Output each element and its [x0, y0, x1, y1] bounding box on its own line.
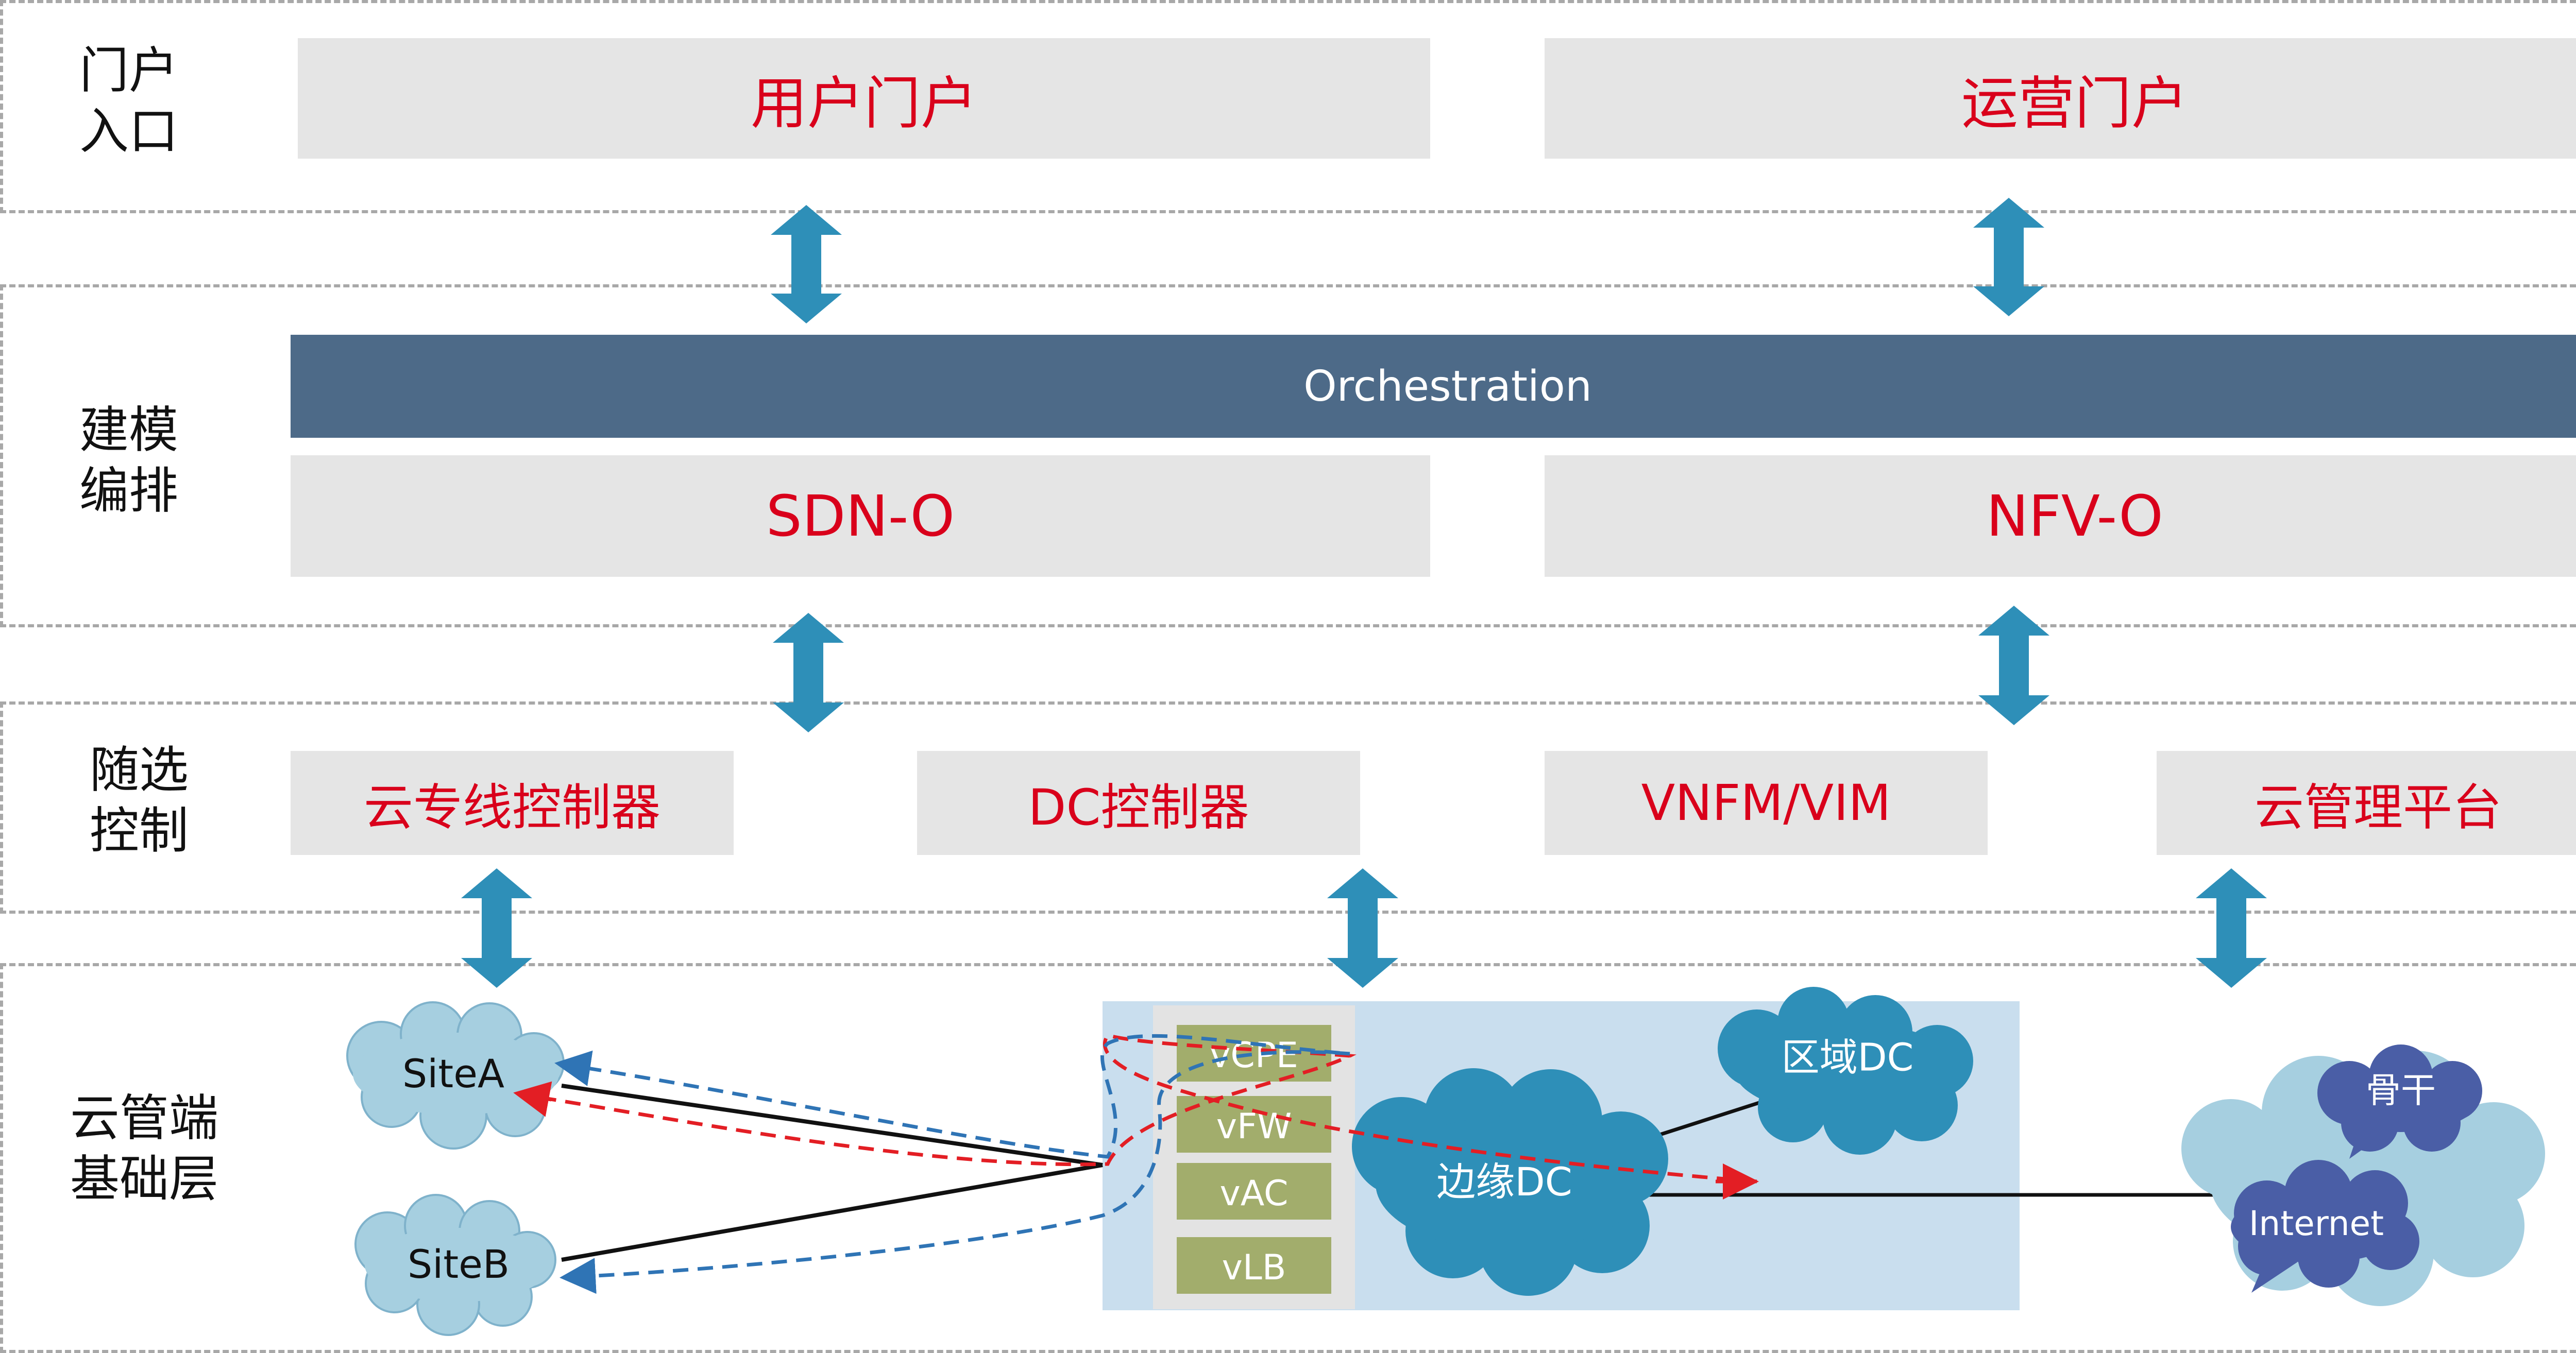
vnf-vlb-label: vLB [1222, 1247, 1286, 1288]
double-arrow-icon [1973, 198, 2044, 316]
control-layer-label: 随选 控制 [90, 741, 189, 860]
double-arrow-icon [461, 868, 532, 988]
site-b-cloud[interactable]: SiteB [354, 1194, 556, 1336]
regional-dc-label: 区域DC [1782, 1036, 1914, 1080]
sdn-o-box[interactable]: SDN-O [291, 455, 1430, 577]
vnf-vfw-label: vFW [1216, 1106, 1292, 1147]
ops-portal-box[interactable]: 运营门户 [1545, 38, 2576, 159]
vnfm-vim-box[interactable]: VNFM/VIM [1545, 751, 1988, 855]
traffic-path-blue [561, 1034, 1350, 1279]
orchestration-bar[interactable]: Orchestration [291, 335, 2576, 438]
traffic-path-blue-head-top [554, 1050, 593, 1086]
traffic-path-red [530, 1033, 1757, 1184]
vnf-vac[interactable]: vAC [1177, 1163, 1331, 1220]
portal-layer [0, 0, 2576, 213]
vnf-vcpe-label: vCPE [1210, 1035, 1298, 1076]
orchestration-layer-label: 建模 编排 [79, 401, 178, 520]
double-arrow-icon [2196, 868, 2267, 988]
nfv-o-box[interactable]: NFV-O [1545, 455, 2576, 577]
vnf-vcpe[interactable]: vCPE [1177, 1025, 1331, 1082]
portal-layer-label: 门户 入口 [79, 42, 178, 160]
edge-dc-cloud[interactable]: 边缘DC [1352, 1068, 1668, 1296]
double-arrow-icon [1327, 868, 1398, 988]
user-portal-box[interactable]: 用户门户 [298, 38, 1430, 159]
dc-controller-box[interactable]: DC控制器 [917, 751, 1360, 855]
double-arrow-icon [773, 613, 844, 732]
cloud-line-controller-box[interactable]: 云专线控制器 [291, 751, 734, 855]
double-arrow-icon [771, 205, 842, 323]
link-siteb-hub [561, 1163, 1103, 1262]
site-b-label: SiteB [408, 1241, 510, 1287]
vnf-vlb[interactable]: vLB [1177, 1237, 1331, 1294]
infrastructure-layer [0, 963, 2576, 1353]
edge-dc-label: 边缘DC [1436, 1159, 1572, 1205]
internet-bubble[interactable]: Internet [2231, 1160, 2419, 1293]
traffic-path-red-head-left [513, 1081, 552, 1117]
control-layer [0, 701, 2576, 914]
link-sitea-hub [561, 1084, 1103, 1167]
traffic-path-blue-head-bottom [560, 1258, 597, 1294]
site-a-label: SiteA [402, 1051, 504, 1097]
internet-label: Internet [2249, 1204, 2384, 1243]
cloud-mgmt-platform-box[interactable]: 云管理平台 [2157, 751, 2576, 855]
infrastructure-layer-label: 云管端 基础层 [70, 1089, 218, 1208]
vnf-vac-label: vAC [1219, 1173, 1288, 1214]
backbone-bubble[interactable]: 骨干 [2317, 1044, 2482, 1159]
backbone-label: 骨干 [2366, 1071, 2436, 1111]
site-a-cloud[interactable]: SiteA [346, 1001, 565, 1150]
regional-dc-cloud[interactable]: 区域DC [1718, 987, 1973, 1155]
double-arrow-icon [1978, 606, 2049, 725]
orchestration-layer [0, 284, 2576, 627]
